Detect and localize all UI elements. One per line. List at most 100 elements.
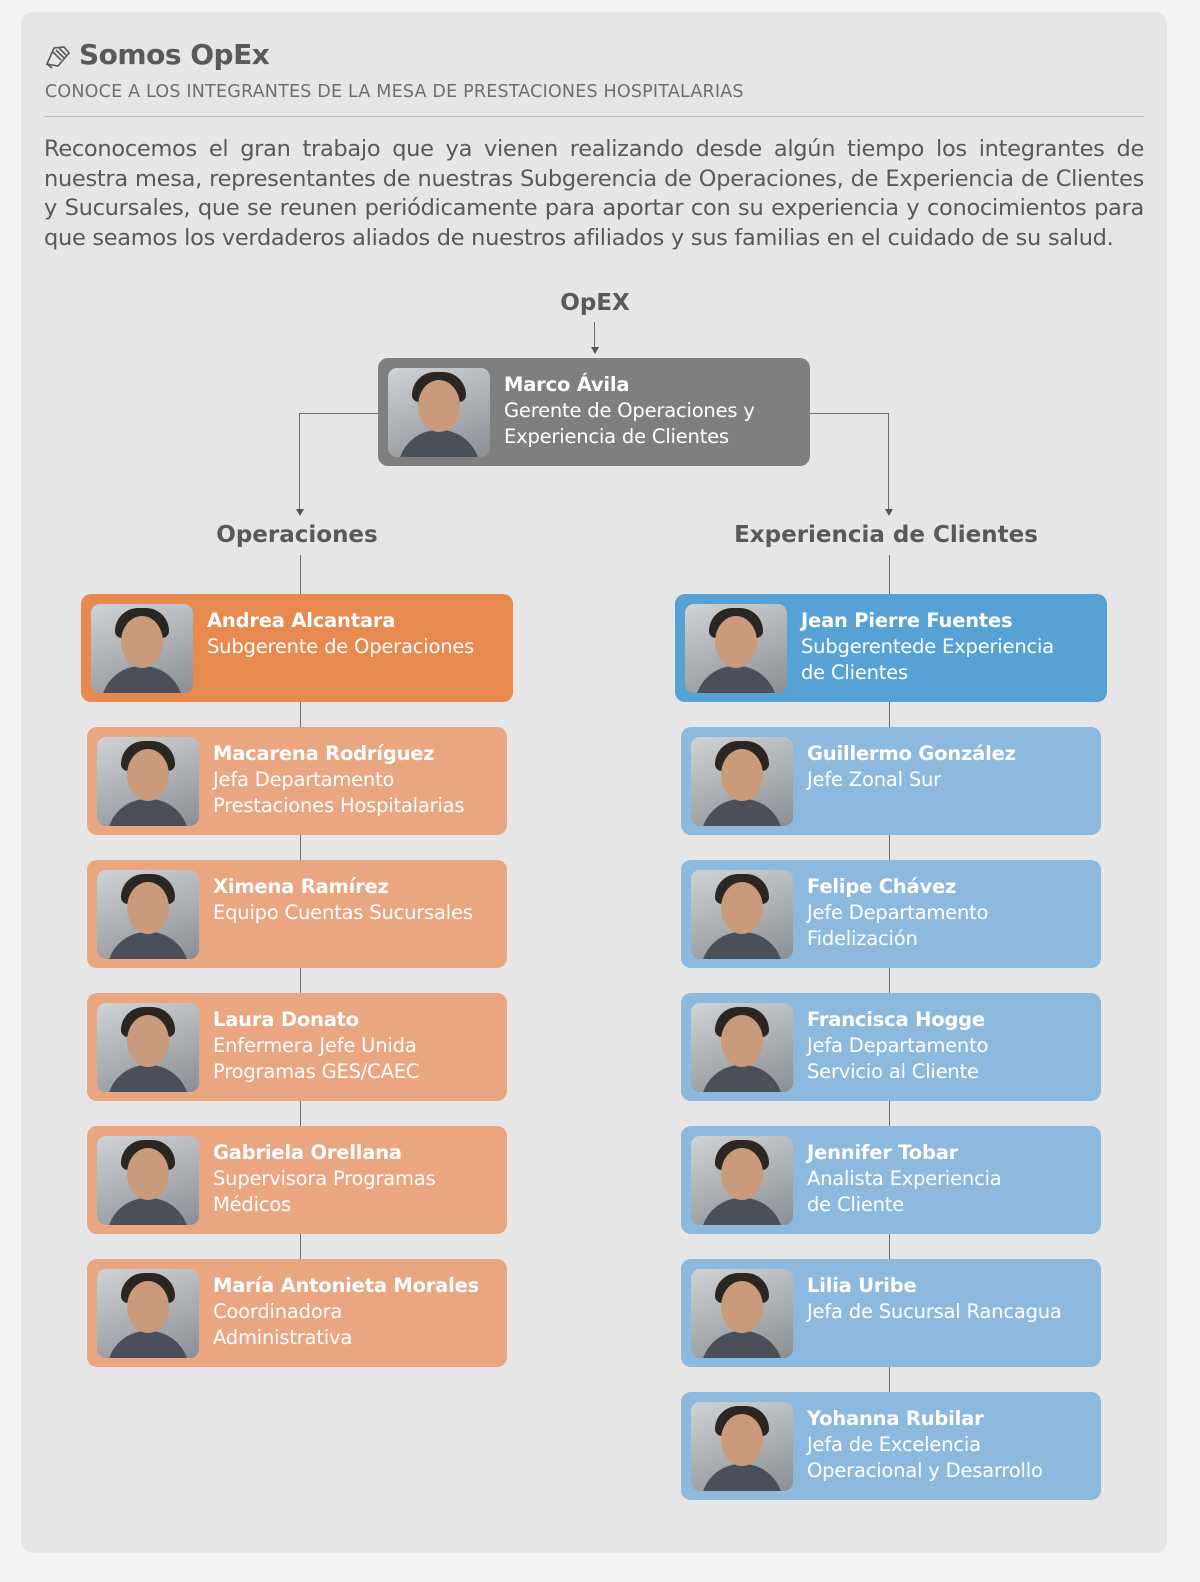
- connector-line: [594, 322, 595, 350]
- avatar-body: [398, 430, 480, 457]
- avatar-photo: [691, 870, 793, 959]
- member-role: Enfermera Jefe Unida: [213, 1034, 417, 1057]
- avatar-body: [101, 666, 183, 693]
- avatar-photo: [685, 604, 787, 693]
- member-name: Ximena Ramírez: [213, 875, 389, 898]
- member-role: Coordinadora: [213, 1300, 343, 1323]
- member-name: Lilia Uribe: [807, 1274, 917, 1297]
- member-name: Jean Pierre Fuentes: [801, 609, 1013, 632]
- avatar-body: [701, 1065, 783, 1092]
- member-name: Andrea Alcantara: [207, 609, 396, 632]
- avatar-photo: [691, 1269, 793, 1358]
- member-role: Equipo Cuentas Sucursales: [213, 901, 473, 924]
- member-name: Laura Donato: [213, 1008, 359, 1031]
- avatar-face: [127, 1148, 169, 1200]
- divider: [44, 116, 1144, 117]
- root-label: OpEX: [560, 290, 630, 316]
- member-role: Jefa Departamento: [807, 1034, 989, 1057]
- avatar-photo: [97, 1003, 199, 1092]
- avatar-body: [701, 1464, 783, 1491]
- member-role: Operacional y Desarrollo: [807, 1459, 1043, 1482]
- avatar-photo: [97, 1269, 199, 1358]
- avatar-photo: [691, 1003, 793, 1092]
- avatar-face: [721, 1281, 763, 1333]
- member-role: Programas GES/CAEC: [213, 1060, 420, 1083]
- avatar-face: [121, 616, 163, 668]
- arrow-down-icon: [885, 509, 893, 516]
- member-name: Gabriela Orellana: [213, 1141, 402, 1164]
- member-role: de Clientes: [801, 661, 908, 684]
- member-role: Jefa de Sucursal Rancagua: [807, 1300, 1062, 1323]
- connector-line: [299, 413, 300, 511]
- avatar-body: [701, 1331, 783, 1358]
- avatar-face: [715, 616, 757, 668]
- intro-paragraph: Reconocemos el gran trabajo que ya viene…: [44, 136, 1144, 251]
- avatar-face: [418, 380, 460, 432]
- member-role: Servicio al Cliente: [807, 1060, 979, 1083]
- avatar-face: [721, 1148, 763, 1200]
- avatar-photo: [97, 737, 199, 826]
- connector-line: [888, 413, 889, 511]
- avatar-face: [721, 1414, 763, 1466]
- avatar-photo: [691, 737, 793, 826]
- avatar-face: [721, 749, 763, 801]
- connector-line: [889, 555, 890, 1392]
- member-role: de Cliente: [807, 1193, 905, 1216]
- avatar-photo: [388, 368, 490, 457]
- member-role: Administrativa: [213, 1326, 353, 1349]
- avatar-photo: [691, 1136, 793, 1225]
- member-role: Jefe Departamento: [807, 901, 989, 924]
- member-role: Jefa Departamento: [213, 768, 395, 791]
- column-header: Operaciones: [216, 522, 378, 548]
- page-subtitle: CONOCE A LOS INTEGRANTES DE LA MESA DE P…: [45, 82, 744, 102]
- arrow-down-icon: [591, 347, 599, 354]
- member-role: Subgerente de Operaciones: [207, 635, 475, 658]
- avatar-photo: [691, 1402, 793, 1491]
- member-role: Jefa de Excelencia: [807, 1433, 981, 1456]
- avatar-body: [107, 932, 189, 959]
- avatar-body: [107, 1331, 189, 1358]
- avatar-photo: [97, 1136, 199, 1225]
- avatar-body: [695, 666, 777, 693]
- member-name: Felipe Chávez: [807, 875, 957, 898]
- handshake-icon: [45, 46, 71, 69]
- member-role: Supervisora Programas: [213, 1167, 436, 1190]
- member-role: Médicos: [213, 1193, 292, 1216]
- avatar-body: [701, 1198, 783, 1225]
- avatar-photo: [97, 870, 199, 959]
- member-name: María Antonieta Morales: [213, 1274, 480, 1297]
- member-role: Prestaciones Hospitalarias: [213, 794, 465, 817]
- member-role: Fidelización: [807, 927, 918, 950]
- member-role: Experiencia de Clientes: [504, 425, 729, 448]
- avatar-body: [107, 1065, 189, 1092]
- member-name: Macarena Rodríguez: [213, 742, 435, 765]
- avatar-photo: [91, 604, 193, 693]
- avatar-face: [127, 749, 169, 801]
- member-role: Jefe Zonal Sur: [807, 768, 941, 791]
- arrow-down-icon: [296, 509, 304, 516]
